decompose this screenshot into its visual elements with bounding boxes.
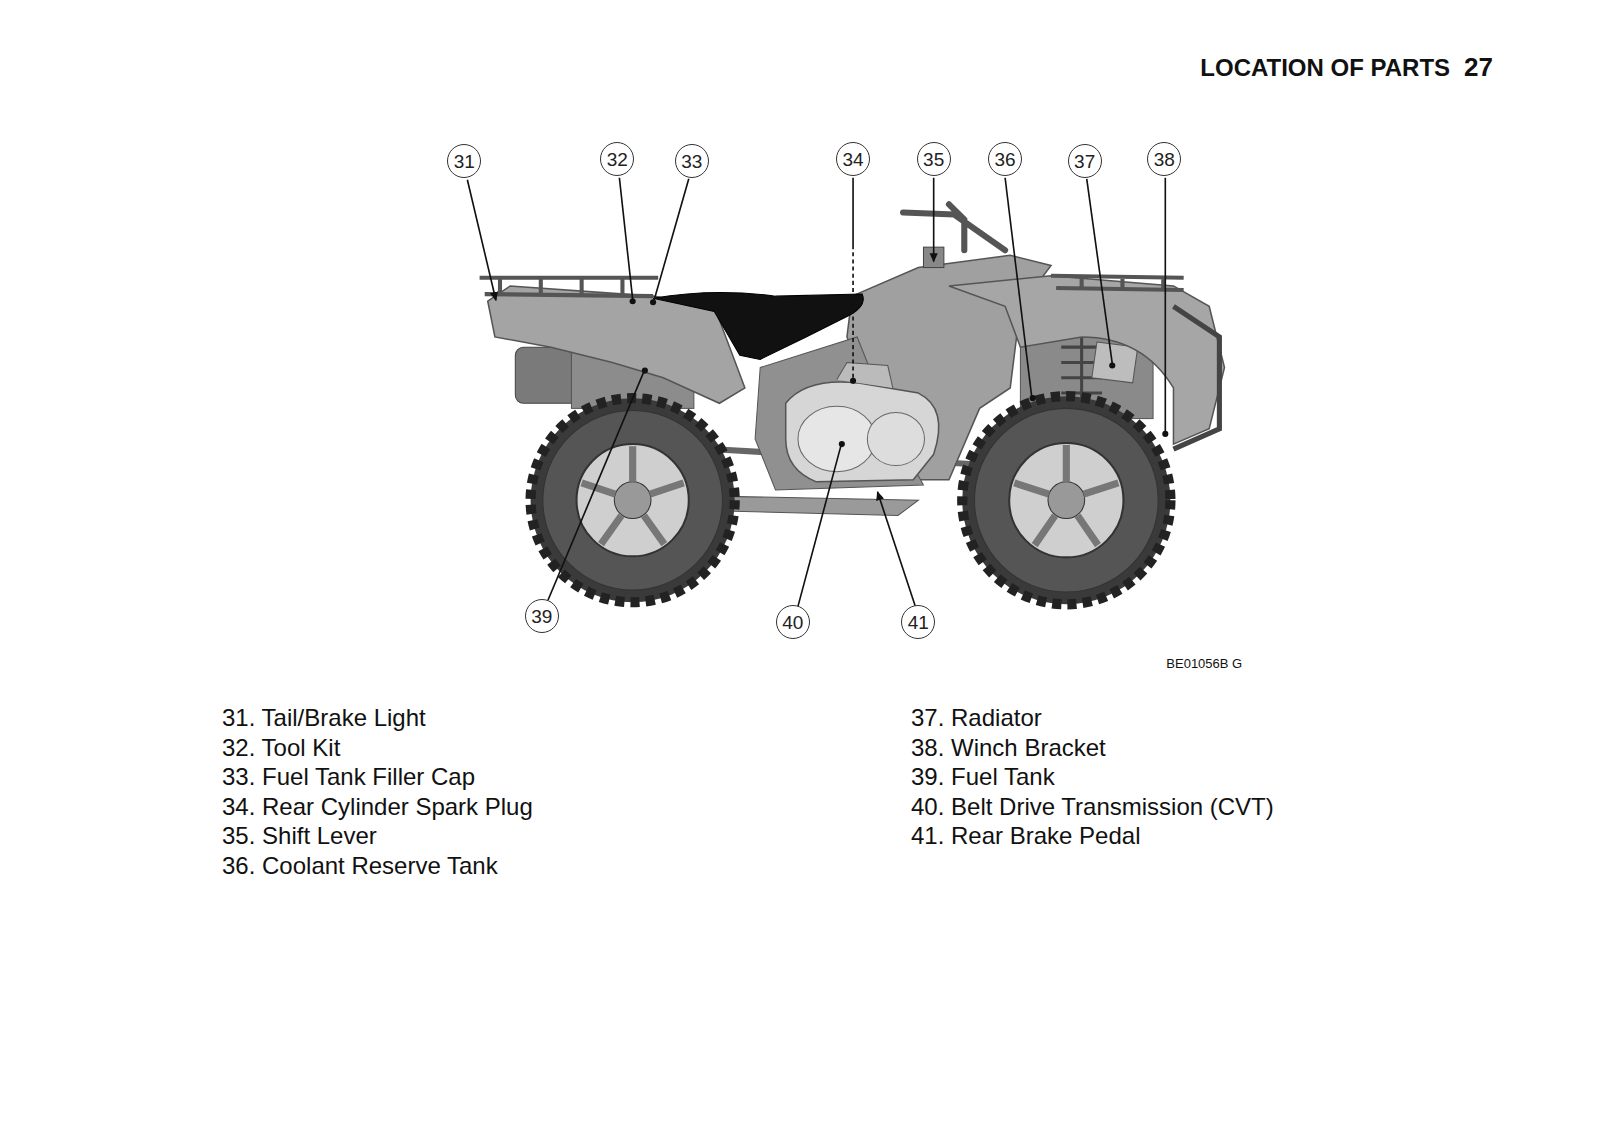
figure-code: BE01056B G: [1166, 656, 1242, 671]
parts-list-item: 39. Fuel Tank: [911, 763, 1055, 791]
callout-number: 35: [923, 150, 944, 169]
callout-number: 31: [454, 152, 475, 171]
parts-list-item: 40. Belt Drive Transmission (CVT): [911, 793, 1274, 821]
callout-number: 40: [782, 613, 803, 632]
parts-list-item: 41. Rear Brake Pedal: [911, 822, 1140, 850]
page-number: 27: [1464, 52, 1493, 83]
callout-circle: 37: [1068, 144, 1102, 178]
callout-number: 38: [1154, 150, 1175, 169]
callout-circle: 40: [776, 605, 810, 639]
parts-list-item: 32. Tool Kit: [222, 734, 340, 762]
callout-circle: 34: [836, 142, 870, 176]
callout-circle: 35: [917, 142, 951, 176]
callout-number: 41: [908, 613, 929, 632]
callout-circle: 33: [675, 144, 709, 178]
callout-circle: 38: [1147, 142, 1181, 176]
callout-number: 37: [1074, 152, 1095, 171]
callout-circle: 39: [525, 599, 559, 633]
page-title: LOCATION OF PARTS: [1200, 54, 1450, 82]
parts-list-item: 37. Radiator: [911, 704, 1042, 732]
parts-list-item: 33. Fuel Tank Filler Cap: [222, 763, 475, 791]
parts-list-item: 38. Winch Bracket: [911, 734, 1106, 762]
callout-number: 34: [842, 150, 863, 169]
callout-circle: 32: [600, 142, 634, 176]
callout-number: 36: [995, 150, 1016, 169]
parts-list-item: 31. Tail/Brake Light: [222, 704, 426, 732]
callout-number: 39: [531, 607, 552, 626]
callout-circle: 41: [901, 605, 935, 639]
parts-list-item: 36. Coolant Reserve Tank: [222, 852, 498, 880]
callout-circle: 31: [447, 144, 481, 178]
parts-list-item: 35. Shift Lever: [222, 822, 377, 850]
callout-number: 32: [607, 150, 628, 169]
parts-list-item: 34. Rear Cylinder Spark Plug: [222, 793, 533, 821]
callout-number: 33: [681, 152, 702, 171]
callout-circle: 36: [988, 142, 1022, 176]
